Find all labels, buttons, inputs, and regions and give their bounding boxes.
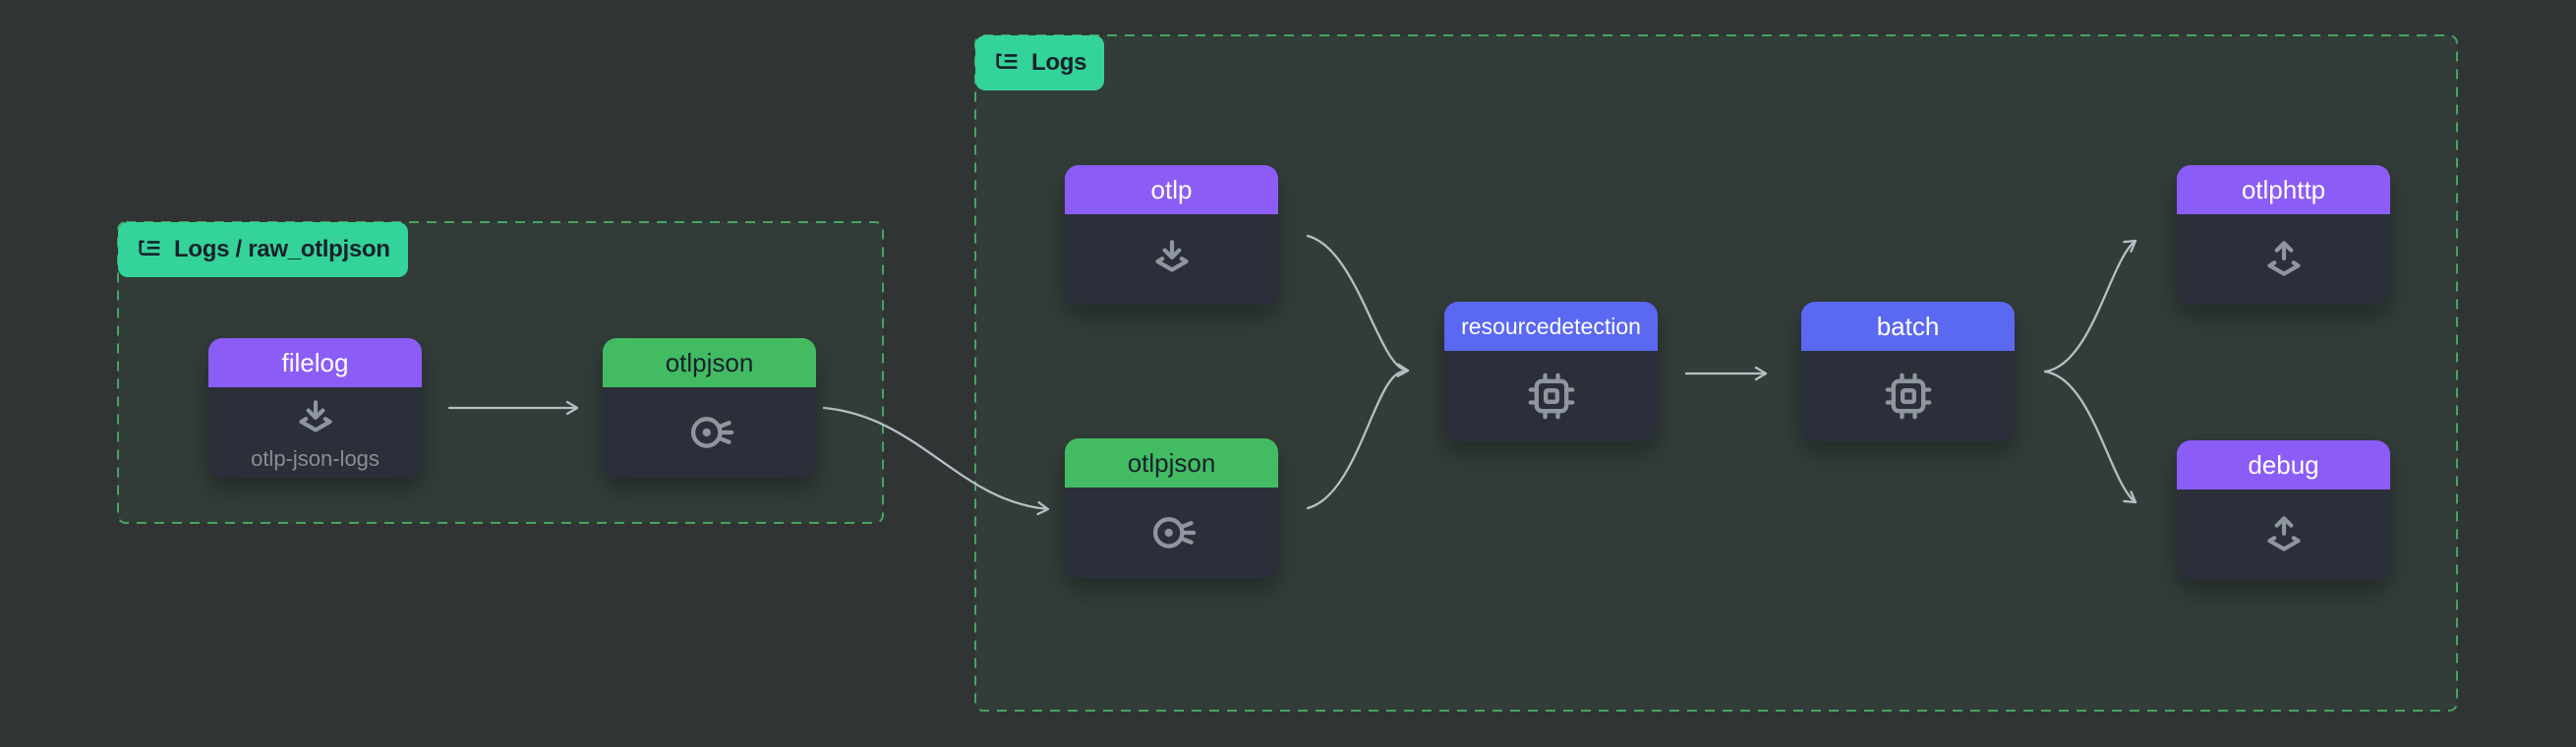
- edge-otlpjson-resourcedetection: [1306, 370, 1405, 510]
- node-otlp[interactable]: otlp: [1065, 165, 1278, 305]
- node-body: [1065, 488, 1278, 578]
- node-header: otlphttp: [2177, 165, 2390, 214]
- node-title: debug: [2248, 449, 2319, 480]
- node-body: [603, 387, 816, 478]
- node-batch[interactable]: batch: [1801, 302, 2015, 441]
- node-header: otlpjson: [1065, 438, 1278, 488]
- connector-icon: [1152, 517, 1196, 548]
- node-header: debug: [2177, 440, 2390, 489]
- list-tree-icon: [996, 53, 1018, 69]
- node-body: otlp-json-logs: [208, 387, 422, 478]
- node-title: otlp: [1150, 174, 1193, 204]
- edge-batch-otlphttp: [2043, 239, 2137, 374]
- node-resourcedetection[interactable]: resourcedetection: [1444, 302, 1658, 441]
- node-title: otlpjson: [1127, 447, 1216, 478]
- node-debug[interactable]: debug: [2177, 440, 2390, 580]
- node-header: resourcedetection: [1444, 302, 1658, 351]
- connector-icon: [690, 417, 733, 448]
- node-title: filelog: [281, 347, 349, 377]
- receiver-icon: [298, 400, 332, 432]
- group-label-text: Logs / raw_otlpjson: [174, 236, 390, 262]
- receiver-icon: [1154, 240, 1189, 272]
- processor-icon: [1885, 373, 1931, 420]
- list-tree-icon: [139, 240, 160, 256]
- node-header: filelog: [208, 338, 422, 387]
- node-body: [1065, 214, 1278, 305]
- node-title: otlphttp: [2241, 174, 2326, 204]
- edge-otlpjson-raw-otlpjson: [822, 406, 1050, 516]
- node-otlpjson[interactable]: otlpjson: [1065, 438, 1278, 578]
- node-header: otlpjson: [603, 338, 816, 387]
- group-label-text: Logs: [1031, 49, 1087, 76]
- exporter-icon: [2266, 241, 2301, 276]
- node-header: otlp: [1065, 165, 1278, 214]
- node-body: [1444, 351, 1658, 441]
- node-body: [2177, 214, 2390, 305]
- exporter-icon: [2266, 516, 2301, 551]
- node-title: otlpjson: [665, 347, 754, 377]
- edge-otlp-resourcedetection: [1306, 234, 1410, 377]
- processor-icon: [1528, 373, 1574, 420]
- node-body: [2177, 489, 2390, 580]
- group-label-logs: Logs: [975, 35, 1105, 90]
- node-otlphttp[interactable]: otlphttp: [2177, 165, 2390, 305]
- node-otlpjson-raw[interactable]: otlpjson: [603, 338, 816, 478]
- node-filelog[interactable]: filelog otlp-json-logs: [208, 338, 422, 478]
- node-title: resourcedetection: [1461, 313, 1641, 339]
- node-header: batch: [1801, 302, 2015, 351]
- node-body: [1801, 351, 2015, 441]
- edge-batch-debug: [2043, 370, 2137, 504]
- group-label-logs-raw-otlpjson: Logs / raw_otlpjson: [118, 222, 408, 277]
- node-title: batch: [1876, 311, 1940, 341]
- node-subtitle: otlp-json-logs: [251, 446, 380, 471]
